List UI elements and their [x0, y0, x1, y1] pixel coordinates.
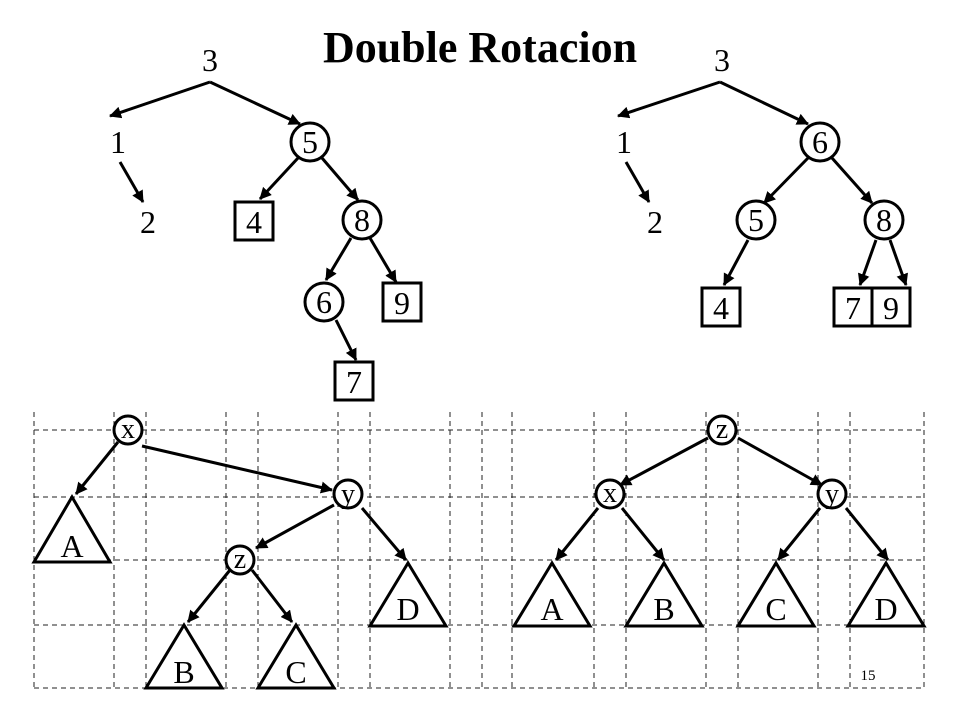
page-number: 15 [861, 668, 876, 684]
node-1: 1 [110, 124, 126, 160]
edge-5-4 [258, 156, 300, 201]
edge-z-y [737, 436, 823, 487]
node-9-box [381, 281, 423, 323]
subtree-D-triangle [845, 560, 927, 628]
node-2: 2 [647, 204, 663, 240]
node-9: 9 [394, 285, 410, 321]
node-y: y [341, 479, 355, 510]
edge-1-2 [118, 161, 145, 203]
node-y-circle [816, 478, 848, 510]
node-6: 6 [316, 284, 332, 320]
edge-z-B [186, 569, 232, 623]
edge-x-B [620, 507, 666, 561]
edge-6-5 [762, 156, 810, 205]
node-8: 8 [354, 202, 370, 238]
bottom-left-tree-edges [74, 441, 408, 623]
subtree-C: C [765, 591, 786, 627]
node-6-circle [303, 281, 345, 323]
subtree-C-triangle [735, 560, 817, 628]
edge-3-1 [617, 80, 721, 119]
edge-6-8 [830, 157, 874, 204]
bottom-right-tree-nodes: z x y A B C D [511, 414, 927, 628]
node-4: 4 [246, 204, 262, 240]
top-right-nodes: 3 1 2 6 5 8 4 7 9 [616, 42, 912, 328]
node-8: 8 [876, 202, 892, 238]
node-x: x [121, 414, 135, 445]
top-right-tree [617, 80, 908, 286]
top-left-nodes: 3 1 2 5 4 8 6 9 7 [110, 42, 423, 402]
edge-3-1 [109, 80, 211, 119]
node-9: 9 [883, 290, 899, 326]
node-z: z [234, 544, 246, 575]
node-z-circle [224, 544, 256, 576]
subtree-B: B [173, 654, 194, 690]
node-7-box [333, 360, 375, 402]
edge-8-9 [888, 239, 908, 286]
node-z-circle [706, 414, 738, 446]
edge-x-y [141, 444, 333, 494]
edge-x-A [74, 441, 120, 495]
edge-6-7 [334, 319, 358, 361]
subtree-A: A [60, 528, 83, 564]
edge-5-8 [320, 157, 360, 201]
node-5-circle [289, 121, 331, 163]
edge-y-D [844, 507, 890, 561]
slide-title: Double Rotacion [323, 23, 637, 72]
node-7: 7 [845, 290, 861, 326]
edge-z-C [250, 569, 294, 623]
node-3: 3 [202, 42, 218, 78]
bottom-right-tree-edges [554, 436, 890, 561]
subtree-B-triangle [623, 560, 705, 628]
edge-y-C [776, 507, 822, 561]
node-y-circle [332, 478, 364, 510]
node-1: 1 [616, 124, 632, 160]
subtree-B-triangle [143, 622, 225, 690]
subtree-B: B [653, 591, 674, 627]
subtree-A-triangle [511, 560, 593, 628]
subtree-A: A [540, 591, 563, 627]
node-2: 2 [140, 204, 156, 240]
node-5: 5 [302, 124, 318, 160]
edge-z-x [619, 436, 709, 487]
node-4-box [233, 200, 275, 242]
edge-8-7 [858, 239, 878, 286]
top-left-tree [109, 80, 398, 361]
node-9-box [870, 286, 912, 328]
node-y: y [825, 479, 839, 510]
node-x-circle [112, 414, 144, 446]
edge-8-9 [368, 237, 398, 283]
node-5: 5 [748, 202, 764, 238]
node-6-circle [799, 121, 841, 163]
node-8-circle [341, 199, 383, 241]
bottom-left-tree-nodes: x y z A D B C [31, 414, 449, 690]
edge-5-4 [722, 239, 750, 286]
node-8-circle [863, 199, 905, 241]
edge-y-z [255, 503, 335, 550]
subtree-D: D [874, 591, 897, 627]
subtree-C-triangle [255, 622, 337, 690]
node-4-box [700, 286, 742, 328]
node-5-circle [735, 199, 777, 241]
edge-y-D [360, 507, 408, 561]
subtree-D: D [396, 591, 419, 627]
edge-1-2 [624, 161, 651, 203]
node-x-circle [594, 478, 626, 510]
node-3: 3 [714, 42, 730, 78]
edge-8-6 [324, 237, 353, 281]
node-z: z [716, 414, 728, 445]
node-7: 7 [346, 364, 362, 400]
edge-3-6 [719, 80, 809, 126]
subtree-D-triangle [367, 560, 449, 628]
node-6: 6 [812, 124, 828, 160]
subtree-A-triangle [31, 494, 113, 564]
node-x: x [603, 478, 617, 509]
edge-3-5 [209, 80, 301, 126]
subtree-C: C [285, 654, 306, 690]
edge-x-A [554, 507, 600, 561]
node-4: 4 [713, 290, 729, 326]
